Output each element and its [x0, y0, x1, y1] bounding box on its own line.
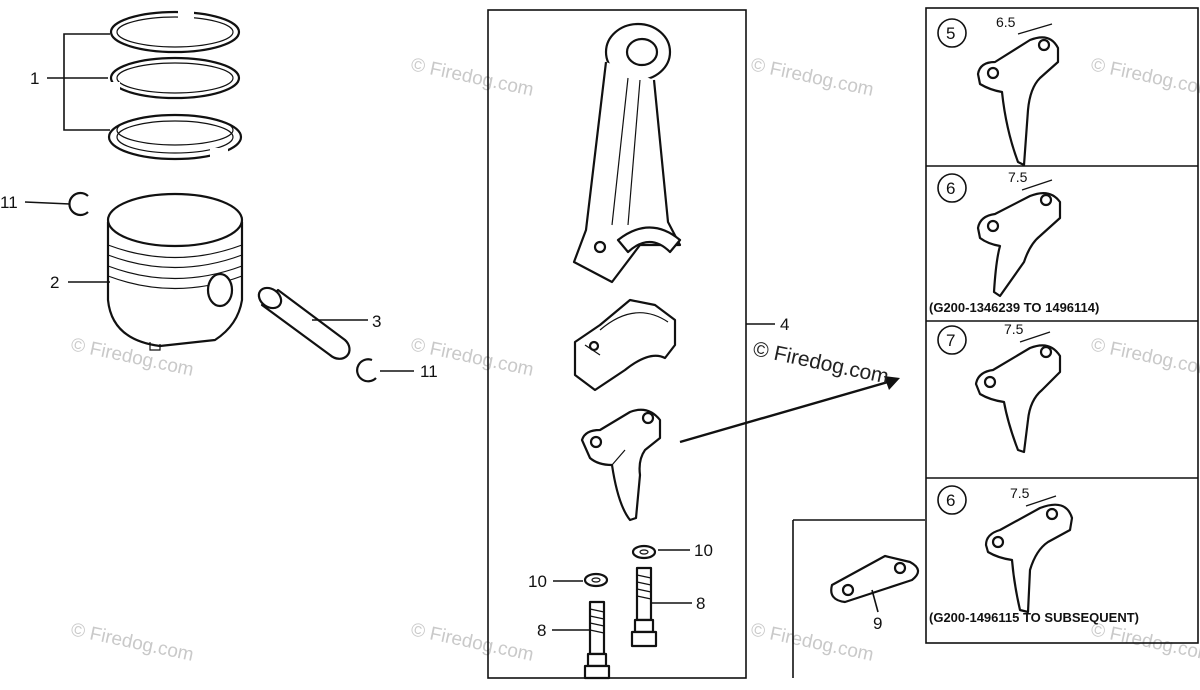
- watermark-text: © Firedog.com: [409, 54, 536, 101]
- label-part-3: 3: [372, 312, 381, 331]
- watermark-text: © Firedog.com: [409, 619, 536, 666]
- variant-dimension: 7.5: [1010, 485, 1030, 501]
- label-part-9: 9: [873, 614, 882, 633]
- rod-cap: [573, 298, 677, 392]
- lock-washer-lower: 10: [528, 572, 609, 591]
- piston-rings: [106, 8, 243, 164]
- variant-serial-note: (G200-1496115 TO SUBSEQUENT): [929, 610, 1139, 625]
- variant-number: 5: [946, 24, 955, 43]
- watermark-text: © Firedog.com: [69, 619, 196, 666]
- variant-number: 6: [946, 491, 955, 510]
- watermark-text: © Firedog.com: [749, 619, 876, 666]
- piston: 2: [50, 192, 244, 351]
- variant-5: 5 6.5: [937, 14, 1060, 167]
- watermark-main: © Firedog.com: [751, 337, 891, 388]
- label-part-11-left: 11: [0, 193, 18, 212]
- variant-number: 7: [946, 331, 955, 350]
- variant-dimension: 6.5: [996, 14, 1016, 30]
- label-part-10-right: 10: [694, 541, 713, 560]
- rod-bolt-left: 8: [537, 600, 611, 680]
- oil-dipper: [580, 408, 662, 522]
- callout-1: 1: [30, 33, 110, 131]
- variant-dimension: 7.5: [1004, 321, 1024, 337]
- label-part-8-right: 8: [696, 594, 705, 613]
- variants-panel: [925, 7, 1199, 644]
- variant-number: 6: [946, 179, 955, 198]
- label-part-1: 1: [30, 69, 39, 88]
- label-part-11-right: 11: [420, 362, 438, 381]
- variant-serial-note: (G200-1346239 TO 1496114): [929, 300, 1099, 315]
- watermark-text: © Firedog.com: [1089, 334, 1200, 381]
- variant-arrow: © Firedog.com: [679, 337, 900, 444]
- snap-ring-left: 11: [0, 191, 89, 217]
- variant-7: 7 7.5: [937, 321, 1062, 454]
- piston-pin: 3: [257, 286, 381, 360]
- connecting-rod-assembly-box: 4: [487, 9, 789, 679]
- variant-6-early: 6 7.5 (G200-1346239 TO 1496114): [929, 169, 1099, 315]
- watermark-text: © Firedog.com: [1089, 54, 1200, 101]
- shim-plate: 9: [792, 519, 925, 678]
- label-part-8-left: 8: [537, 621, 546, 640]
- variant-dimension: 7.5: [1008, 169, 1028, 185]
- variant-6-late: 6 7.5 (G200-1496115 TO SUBSEQUENT): [929, 485, 1139, 625]
- label-part-2: 2: [50, 273, 59, 292]
- lock-washer-upper: 10: [631, 541, 713, 560]
- label-part-10-left: 10: [528, 572, 547, 591]
- watermark-text: © Firedog.com: [749, 54, 876, 101]
- label-part-4: 4: [780, 315, 789, 334]
- rod-bolt-right: 8: [630, 566, 705, 648]
- snap-ring-right: 11: [356, 358, 438, 383]
- connecting-rod: [572, 22, 682, 284]
